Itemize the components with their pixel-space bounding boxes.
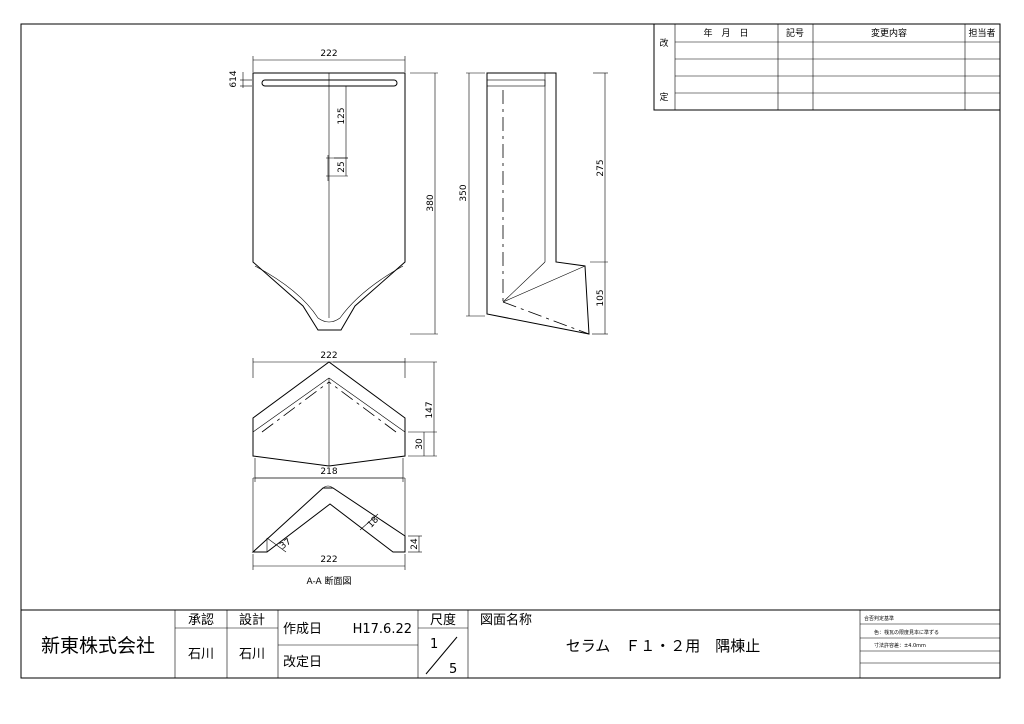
criteria-color: 色：桟瓦の限度見本に準ずる xyxy=(874,629,939,636)
dim-top-bottom-width: 218 xyxy=(320,467,337,477)
side-view-outline xyxy=(486,72,590,335)
front-view: 222 614 125 25 380 xyxy=(229,49,438,335)
criteria-tolerance: 寸法許容差：±4.0mm xyxy=(874,642,926,649)
dim-side-upper: 275 xyxy=(596,159,606,176)
section-outline xyxy=(251,487,406,553)
scale-denominator: 5 xyxy=(449,662,457,677)
drawing-name: セラム Ｆ１・２用 隅棟止 xyxy=(566,637,761,655)
dim-slot-depth: 125 xyxy=(337,107,347,124)
front-view-slot xyxy=(261,79,398,87)
created-label: 作成日 xyxy=(283,622,322,637)
dim-top-depth: 147 xyxy=(425,401,435,418)
dim-slot-gap: 25 xyxy=(337,161,347,172)
dim-side-lower: 105 xyxy=(596,289,606,306)
front-view-inner-curve xyxy=(254,265,404,323)
side-view: 350 275 105 xyxy=(459,72,608,335)
approval-name: 石川 xyxy=(188,647,214,662)
dim-section-thickness: 18 xyxy=(366,515,381,530)
scale-slash xyxy=(425,636,458,675)
scale-numerator: 1 xyxy=(430,637,438,652)
section-label: A-A 断面図 xyxy=(306,575,351,587)
dim-section-width: 222 xyxy=(320,555,337,565)
scale-label: 尺度 xyxy=(430,612,456,628)
design-label: 設計 xyxy=(239,612,265,628)
dim-front-width: 222 xyxy=(320,49,337,59)
revision-header-symbol: 記号 xyxy=(786,27,804,39)
drawing-name-label: 図面名称 xyxy=(480,612,532,628)
revision-table: 改 定 年 月 日 記号 変更内容 担当者 xyxy=(653,23,1001,111)
revision-header-content: 変更内容 xyxy=(871,27,907,39)
revision-side-label-top: 改 xyxy=(659,37,668,49)
section-aa-view: 37 18 24 222 A-A 断面図 xyxy=(251,477,422,587)
title-block: 新東株式会社 承認 石川 設計 石川 作成日 H17.6.22 改定日 尺度 1… xyxy=(21,609,1000,678)
front-view-outline xyxy=(252,72,406,331)
dim-front-height: 380 xyxy=(426,194,436,211)
created-date: H17.6.22 xyxy=(353,622,412,637)
criteria-title: 合否判定基準 xyxy=(864,615,894,622)
top-view: 222 147 30 218 xyxy=(252,351,437,482)
dim-top-width: 222 xyxy=(320,351,337,361)
dim-section-edge: 24 xyxy=(410,538,420,550)
revision-header-person: 担当者 xyxy=(968,27,995,39)
drawing-frame xyxy=(20,23,1001,679)
company-name: 新東株式会社 xyxy=(41,635,155,657)
approval-label: 承認 xyxy=(188,612,214,628)
dim-top-edge: 30 xyxy=(415,438,425,450)
dim-slot-offset: 614 xyxy=(229,70,239,87)
dim-section-angle: 37 xyxy=(278,537,293,552)
revised-label: 改定日 xyxy=(283,655,322,670)
dim-side-height: 350 xyxy=(459,184,469,201)
revision-side-label-bottom: 定 xyxy=(659,91,668,103)
design-name: 石川 xyxy=(239,647,265,662)
revision-header-date: 年 月 日 xyxy=(703,27,748,39)
